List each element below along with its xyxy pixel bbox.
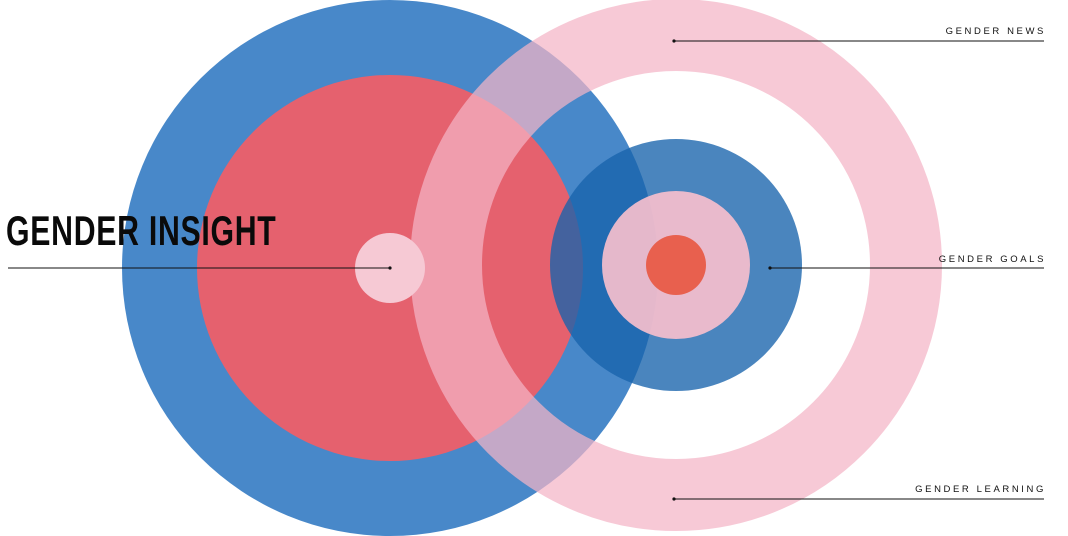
insight-leader-dot [388,266,392,270]
gender-goals-label: GENDER GOALS [938,254,1046,265]
gender-learning-label: GENDER LEARNING [915,484,1046,495]
gender-news-label: GENDER NEWS [945,26,1046,37]
news-leader-dot [672,39,676,43]
gender-insight-title: GENDER INSIGHT [6,207,277,254]
goals-leader-dot [768,266,772,270]
goals-core-red-circle [646,235,706,295]
learning-leader-dot [672,497,676,501]
news-pink-ring [410,0,942,531]
